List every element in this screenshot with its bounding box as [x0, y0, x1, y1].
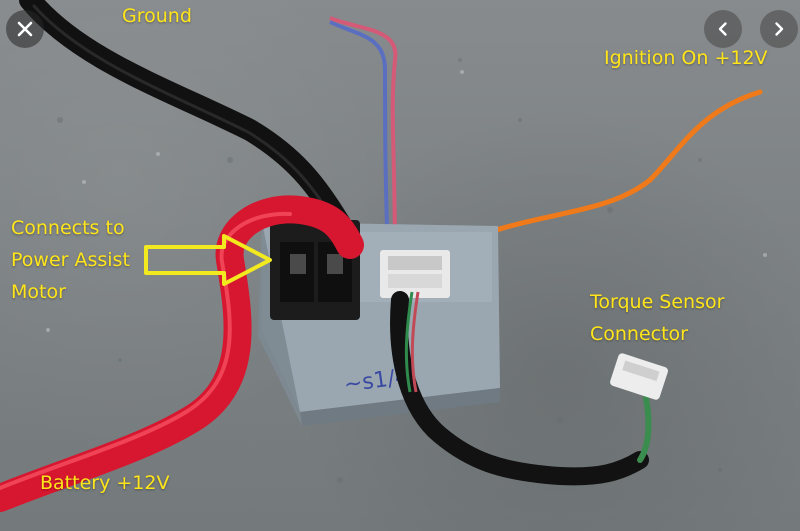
- label-ground-text: Ground: [122, 5, 192, 27]
- ground-wire-highlight: [32, 4, 346, 238]
- chevron-left-icon: [718, 22, 727, 36]
- label-torque-line1: Torque Sensor: [590, 291, 725, 313]
- label-motor-line1: Connects to: [11, 217, 125, 239]
- close-button[interactable]: [6, 10, 44, 48]
- close-icon: [17, 21, 33, 37]
- previous-image-button[interactable]: [704, 10, 742, 48]
- battery-wire-highlight: [0, 211, 292, 490]
- motor-arrow: [144, 234, 272, 286]
- top-wires-blue: [329, 20, 390, 261]
- harness-sleeve: [390, 291, 649, 486]
- torque-wire-bundle: [637, 395, 652, 463]
- label-motor-line3: Motor: [11, 281, 66, 303]
- chevron-right-icon: [775, 22, 784, 36]
- next-image-button[interactable]: [760, 10, 798, 48]
- label-motor-line2: Power Assist: [11, 249, 130, 271]
- label-battery-text: Battery +12V: [40, 472, 170, 494]
- label-power-assist-motor: Connects to Power Assist Motor: [11, 212, 130, 308]
- harness-connector: [380, 250, 450, 298]
- torque-sensor-connector-shape: [610, 353, 668, 400]
- label-ignition: Ignition On +12V: [604, 42, 768, 74]
- label-ground: Ground: [122, 0, 192, 32]
- label-ignition-text: Ignition On +12V: [604, 47, 768, 69]
- label-torque-line2: Connector: [590, 323, 688, 345]
- ignition-wire: [447, 89, 763, 253]
- top-wires-pink: [329, 16, 398, 261]
- label-battery: Battery +12V: [40, 467, 169, 499]
- harness-wires-colored-2: [410, 291, 420, 393]
- label-torque-sensor: Torque Sensor Connector: [590, 286, 724, 350]
- harness-wires-colored: [404, 291, 414, 393]
- battery-wire: [0, 195, 364, 512]
